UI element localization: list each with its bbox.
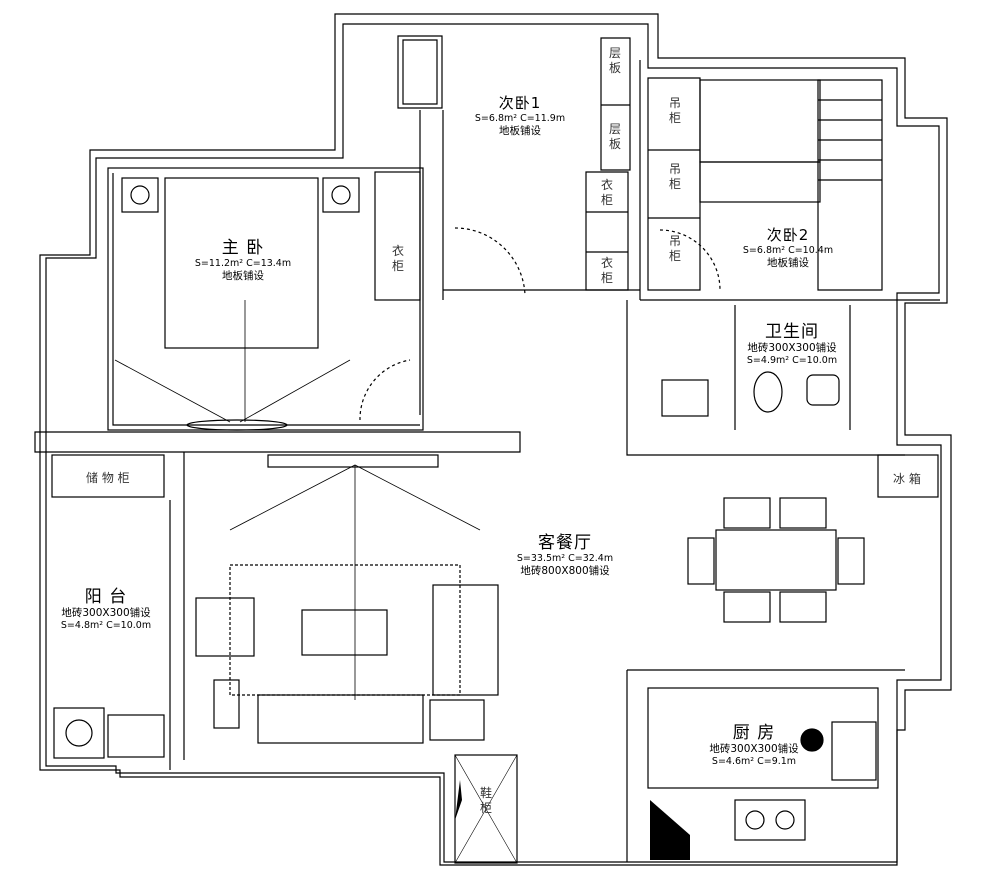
- sofa-bottom: [257, 694, 424, 744]
- nightstand-right: [322, 177, 360, 213]
- bed2-wall: [639, 60, 940, 301]
- room-name: 卫生间: [765, 322, 819, 342]
- fridge-label: 冰 箱: [893, 472, 921, 486]
- rug: [229, 564, 461, 696]
- room-name: 次卧2: [766, 226, 810, 244]
- balcony-sink: [107, 714, 165, 758]
- kitchen-sink: [831, 721, 877, 781]
- room-area: S=4.6m² C=9.1m: [711, 756, 797, 767]
- room-name: 阳 台: [84, 587, 128, 607]
- room-area: S=4.8m² C=10.0m: [60, 620, 152, 631]
- outer-wall: [39, 13, 952, 866]
- living-label: 客餐厅 S=33.5m² C=32.4m 地砖800X800铺设: [517, 528, 613, 578]
- kitchen-counter: [647, 687, 879, 789]
- room-name: 厨 房: [732, 723, 776, 743]
- balcony-label: 阳 台 地砖300X300铺设 S=4.8m² C=10.0m: [61, 582, 151, 632]
- wardrobe-label: 衣柜: [600, 178, 613, 207]
- room-area: S=33.5m² C=32.4m: [516, 553, 614, 564]
- room-area: S=11.2m² C=13.4m: [194, 258, 292, 269]
- side-table: [429, 699, 485, 741]
- stove: [734, 799, 806, 841]
- door-arc: [359, 359, 411, 421]
- master-room-inner: [112, 173, 420, 426]
- room-floor: 地砖800X800铺设: [520, 565, 610, 577]
- bed2-bed: [699, 79, 821, 163]
- wardrobe-label: 衣柜: [600, 256, 613, 285]
- bed1-label: 次卧1 S=6.8m² C=11.9m 地板铺设: [475, 92, 565, 138]
- washer: [53, 707, 105, 759]
- coffee-table: [301, 609, 388, 656]
- room-name: 主 卧: [221, 238, 265, 258]
- shelf-label: 层板: [608, 46, 621, 75]
- divider-wall: [34, 431, 521, 453]
- nightstand-left: [121, 177, 159, 213]
- tv-cabinet: [267, 454, 439, 468]
- hanging-cabinet-label: 吊柜: [668, 96, 681, 125]
- ottoman: [213, 679, 240, 729]
- balcony-inner-wall: [169, 452, 185, 770]
- toilet: [753, 371, 783, 413]
- shoe-cabinet-label: 鞋柜: [479, 786, 492, 815]
- room-floor: 地板铺设: [767, 257, 809, 269]
- wardrobe-label: 衣柜: [391, 244, 404, 273]
- armchair: [195, 597, 255, 657]
- bath-sink: [661, 379, 709, 417]
- fridge: [877, 454, 939, 498]
- bed2-bed2: [699, 161, 821, 203]
- hanging-cabinet-label: 吊柜: [668, 234, 681, 263]
- storage-cabinet-label: 储 物 柜: [86, 471, 130, 485]
- shoe-cabinet: [454, 754, 518, 864]
- bed2-closet: [817, 79, 883, 291]
- room-name: 次卧1: [498, 94, 542, 112]
- bed2-label: 次卧2 S=6.8m² C=10.4m 地板铺设: [743, 224, 833, 270]
- wardrobe-master: [374, 171, 421, 301]
- room-floor: 地板铺设: [499, 125, 541, 137]
- bath-wall: [626, 300, 905, 456]
- shelf-label: 层板: [608, 122, 621, 151]
- room-floor: 地板铺设: [221, 270, 264, 282]
- room-area: S=6.8m² C=11.9m: [474, 113, 566, 124]
- dining-table: [715, 529, 837, 591]
- outer-wall-inner: [45, 23, 942, 863]
- room-floor: 地砖300X300铺设: [747, 342, 837, 354]
- kitchen-label: 厨 房 地砖300X300铺设 S=4.6m² C=9.1m: [709, 718, 798, 768]
- bed2-cabinets: [647, 77, 701, 291]
- room-area: S=4.9m² C=10.0m: [746, 355, 838, 366]
- room-name: 客餐厅: [537, 533, 592, 553]
- master-room-wall: [107, 167, 424, 431]
- bathroom-label: 卫生间 地砖300X300铺设 S=4.9m² C=10.0m: [747, 317, 837, 367]
- door-arc: [454, 227, 526, 296]
- sofa: [432, 584, 499, 696]
- master-bed: [164, 177, 319, 349]
- squat-toilet: [806, 374, 840, 406]
- kitchen-wall: [626, 669, 905, 862]
- hanging-cabinet-label: 吊柜: [668, 162, 681, 191]
- wardrobe-bed1: [585, 171, 629, 291]
- room-floor: 地砖300X300铺设: [709, 743, 799, 755]
- bed1-closet: [397, 35, 443, 109]
- room-area: S=6.8m² C=10.4m: [742, 245, 834, 256]
- storage-cabinet: [51, 454, 165, 498]
- master-bedroom-label: 主 卧 S=11.2m² C=13.4m 地板铺设: [195, 233, 291, 283]
- shelf-cabinet: [600, 37, 631, 171]
- room-floor: 地砖300X300铺设: [61, 607, 151, 619]
